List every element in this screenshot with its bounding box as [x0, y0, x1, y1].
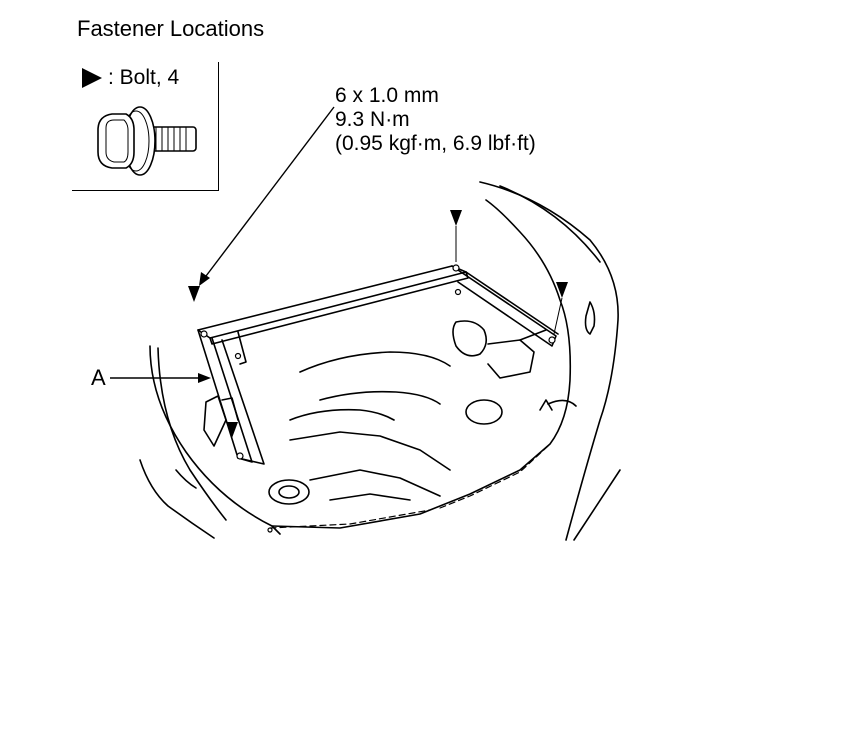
bolt-illustration: [97, 106, 197, 176]
bolt-marker-icon: [82, 68, 102, 88]
bolt-marker-1: [188, 286, 200, 302]
spec-size: 6 x 1.0 mm: [335, 84, 439, 107]
legend-entry: : Bolt, 4: [82, 66, 179, 90]
bolt-marker-4: [226, 422, 238, 438]
spec-torque-nm: 9.3 N·m: [335, 108, 410, 131]
torque-spec: 6 x 1.0 mm 9.3 N·m (0.95 kgf·m, 6.9 lbf·…: [335, 84, 536, 156]
legend-box: [72, 62, 219, 191]
bolt-marker-3: [556, 282, 568, 298]
spec-torque-alt: (0.95 kgf·m, 6.9 lbf·ft): [335, 132, 536, 155]
legend-label: : Bolt, 4: [108, 66, 180, 89]
callout-label-a: A: [91, 365, 106, 390]
bolt-marker-2: [450, 210, 462, 226]
diagram-title: Fastener Locations: [77, 16, 265, 41]
